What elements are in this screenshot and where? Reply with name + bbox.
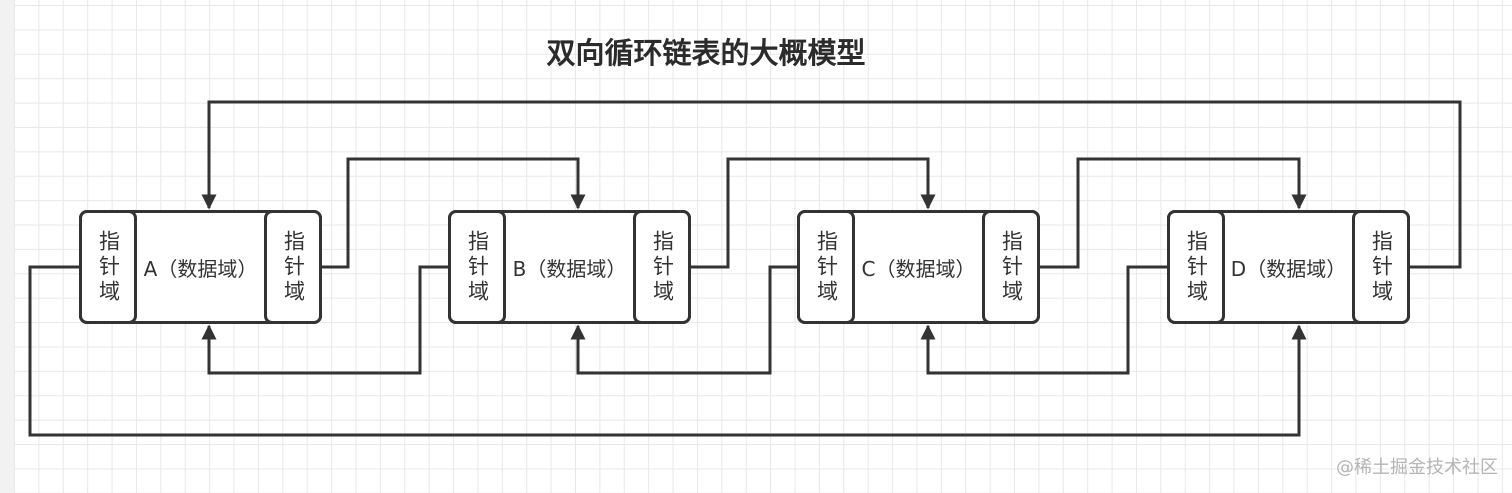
watermark: @稀土掘金技术社区 [1336, 457, 1498, 478]
edge-d-to-a [201, 100, 1462, 269]
edge-b-to-c [691, 157, 936, 269]
node-b[interactable]: 指针域 B（数据域） 指针域 [448, 210, 691, 324]
edge-c-to-d [1040, 157, 1307, 269]
next-pointer-field[interactable]: 指针域 [1352, 210, 1410, 324]
next-pointer-field[interactable]: 指针域 [633, 210, 691, 324]
node-a[interactable]: 指针域 A（数据域） 指针域 [79, 210, 322, 324]
next-pointer-field[interactable]: 指针域 [982, 210, 1040, 324]
diagram-title: 双向循环链表的大概模型 [546, 36, 866, 70]
prev-pointer-field[interactable]: 指针域 [79, 210, 137, 324]
data-field: D（数据域） [1230, 256, 1347, 281]
edge-c-to-b [570, 265, 797, 375]
next-pointer-field[interactable]: 指针域 [264, 210, 322, 324]
data-field: A（数据域） [143, 256, 258, 281]
edge-a-to-b [322, 157, 586, 269]
data-field: C（数据域） [861, 256, 976, 281]
edge-a-to-d [28, 265, 1307, 437]
left-strip [0, 0, 14, 493]
prev-pointer-field[interactable]: 指针域 [1167, 210, 1225, 324]
prev-pointer-field[interactable]: 指针域 [448, 210, 506, 324]
node-d[interactable]: 指针域 D（数据域） 指针域 [1167, 210, 1410, 324]
data-field: B（数据域） [512, 256, 627, 281]
edge-b-to-a [201, 265, 448, 375]
node-c[interactable]: 指针域 C（数据域） 指针域 [797, 210, 1040, 324]
edge-d-to-c [920, 265, 1167, 375]
prev-pointer-field[interactable]: 指针域 [797, 210, 855, 324]
